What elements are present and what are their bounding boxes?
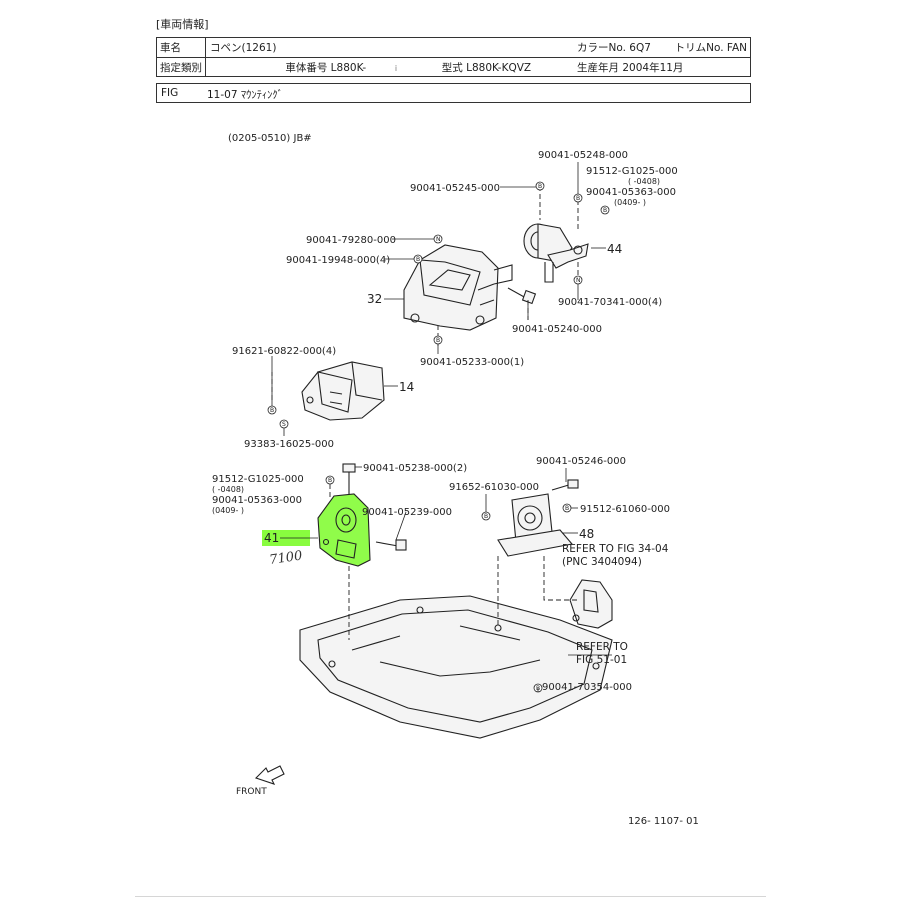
callout-48: 48	[579, 527, 594, 541]
svg-text:B: B	[538, 183, 542, 190]
bracket-part-14	[301, 361, 385, 421]
part-label-91512-g1025-b: 91512-G1025-000	[212, 474, 304, 485]
vehicle-info-section-label: [車両情報]	[156, 18, 209, 31]
catalog-sheet	[135, 0, 766, 897]
refer-note-fig-51-01: FIG 51-01	[576, 654, 627, 666]
part-label-range: ( -0408)	[212, 485, 244, 494]
trim-number: トリムNo. FAN	[674, 41, 747, 54]
symbol-b-marker: B	[600, 205, 610, 215]
mount-part-44	[523, 223, 589, 283]
svg-text:N: N	[576, 277, 581, 284]
symbol-b-marker: B	[562, 503, 572, 513]
part-label-91512-61060: 91512-61060-000	[580, 504, 670, 515]
part-label-93383-16025: 93383-16025-000	[244, 439, 334, 450]
svg-text:B: B	[576, 195, 580, 202]
vehicle-info-row: 指定類別 車体番号 L880K- i 型式 L880K-KQVZ 生産年月 20…	[156, 57, 751, 77]
vehicle-name-key: 車名	[160, 41, 181, 54]
vehicle-info-table: 車名 コペン(1261) カラーNo. 6Q7 トリムNo. FAN 指定類別 …	[156, 37, 751, 77]
symbol-b-marker: B	[413, 254, 423, 264]
refer-note-fig-34-04: REFER TO FIG 34-04	[562, 543, 669, 555]
highlight-mark	[318, 494, 370, 566]
part-label-90041-05248: 90041-05248-000	[538, 150, 628, 161]
vehicle-info-col-divider	[205, 37, 206, 77]
fig-key: FIG	[161, 87, 179, 99]
range-note: (0205-0510) JB#	[228, 133, 312, 144]
callout-32: 32	[367, 292, 382, 306]
vehicle-info-row-divider	[156, 57, 751, 58]
page-code: 126- 1107- 01	[628, 816, 699, 827]
symbol-b-marker: B	[481, 511, 491, 521]
handwritten-note: 7100	[268, 549, 303, 568]
chassis-number: 車体番号 L880K-	[285, 61, 367, 74]
part-label-range: (0409- )	[212, 506, 244, 515]
svg-text:B: B	[416, 256, 420, 263]
part-label-90041-70354: 90041-70354-000	[542, 682, 632, 693]
svg-text:B: B	[436, 337, 440, 344]
symbol-n-marker: N	[573, 275, 583, 285]
reference-bracket	[569, 579, 613, 629]
callout-14: 14	[399, 380, 414, 394]
part-label-91621-60822: 91621-60822-000(4)	[232, 346, 336, 357]
part-label-90041-19948: 90041-19948-000(4)	[286, 255, 390, 266]
part-label-90041-05239: 90041-05239-000	[362, 507, 452, 518]
mount-part-41	[317, 493, 371, 567]
chassis-mark: i	[394, 63, 398, 73]
front-label: FRONT	[236, 787, 267, 797]
part-label-range: (0409- )	[614, 198, 646, 207]
symbol-n-marker: N	[433, 234, 443, 244]
production-date: 生産年月 2004年11月	[577, 61, 684, 74]
callout-41: 41	[264, 531, 279, 545]
svg-text:S: S	[282, 421, 286, 428]
symbol-s-marker: S	[279, 419, 289, 429]
part-label-90041-05238: 90041-05238-000(2)	[363, 463, 467, 474]
refer-note-pnc: (PNC 3404094)	[562, 556, 642, 568]
svg-text:N: N	[436, 236, 441, 243]
alignment-line	[543, 556, 580, 601]
part-label-90041-05240: 90041-05240-000	[512, 324, 602, 335]
svg-text:B: B	[565, 505, 569, 512]
symbol-b-marker: B	[573, 193, 583, 203]
model-type: 型式 L880K-KQVZ	[441, 61, 532, 74]
svg-text:B: B	[328, 477, 332, 484]
svg-text:B: B	[484, 513, 488, 520]
vehicle-info-row: 車名 コペン(1261) カラーNo. 6Q7 トリムNo. FAN	[156, 37, 751, 57]
symbol-b-marker: B	[433, 335, 443, 345]
callout-44: 44	[607, 242, 622, 256]
part-label-90041-05363-b: 90041-05363-000	[212, 495, 302, 506]
part-label-90041-70341: 90041-70341-000(4)	[558, 297, 662, 308]
part-label-90041-05245: 90041-05245-000	[410, 183, 500, 194]
designation-key: 指定類別	[160, 61, 202, 74]
symbol-b-marker: B	[267, 405, 277, 415]
chassis-model-cell: 車体番号 L880K- i 型式 L880K-KQVZ	[206, 57, 573, 77]
part-label-range: ( -0408)	[628, 177, 660, 186]
bracket-part-32	[403, 244, 537, 331]
part-label-91652-61030: 91652-61030-000	[449, 482, 539, 493]
refer-note-refer-to: REFER TO	[576, 641, 628, 653]
part-label-90041-05363: 90041-05363-000	[586, 187, 676, 198]
fig-title: 11-07 ﾏｳﾝﾃｨﾝｸﾞ	[207, 89, 283, 101]
front-arrow-icon	[254, 765, 285, 785]
part-label-90041-05233: 90041-05233-000(1)	[420, 357, 524, 368]
subframe-crossmember	[299, 595, 613, 739]
vehicle-name-value: コペン(1261)	[210, 41, 277, 54]
part-label-91512-g1025: 91512-G1025-000	[586, 166, 678, 177]
part-label-90041-05246: 90041-05246-000	[536, 456, 626, 467]
color-number: カラーNo. 6Q7	[577, 41, 651, 54]
bolt-90041-05238	[342, 463, 356, 494]
symbol-b-marker: B	[535, 181, 545, 191]
part-label-90041-79280: 90041-79280-000	[306, 235, 396, 246]
mount-part-48	[497, 493, 574, 557]
fig-box: FIG 11-07 ﾏｳﾝﾃｨﾝｸﾞ	[156, 83, 751, 103]
symbol-b-marker: B	[325, 475, 335, 485]
bolt-90041-05239	[375, 539, 407, 551]
svg-text:B: B	[270, 407, 274, 414]
svg-text:B: B	[603, 207, 607, 214]
